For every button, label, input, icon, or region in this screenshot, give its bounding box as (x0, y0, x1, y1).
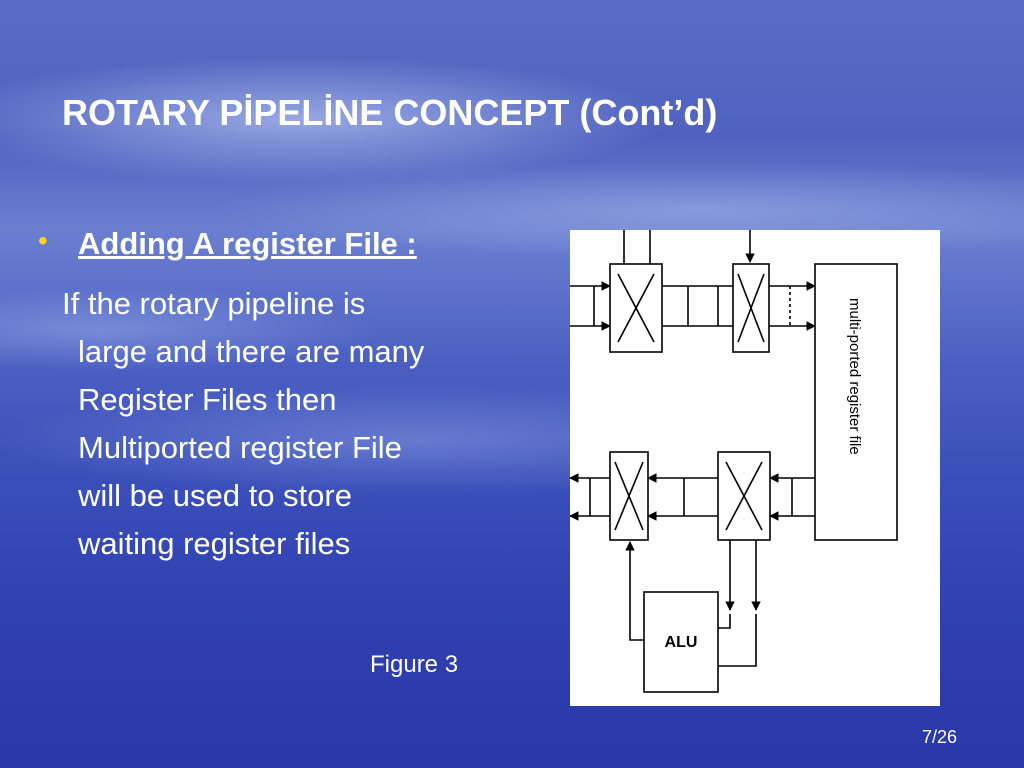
body-line: If the rotary pipeline is (62, 286, 366, 321)
stage-cross (725, 461, 763, 531)
pipeline-diagram-svg: multi-ported register file ALU (570, 230, 898, 693)
wire (718, 614, 731, 629)
pipeline-stage-box (732, 263, 770, 353)
stage-cross (737, 273, 765, 343)
stage-cross (617, 273, 655, 343)
body-line: large and there are many (78, 334, 425, 369)
body-line: waiting register files (78, 526, 351, 561)
pipeline-stage-box (717, 451, 771, 541)
wire (718, 614, 757, 667)
stage-cross (614, 461, 644, 531)
bullet-dot-icon: • (38, 225, 48, 256)
figure-caption: Figure 3 (370, 651, 459, 678)
pipeline-stage-box (609, 263, 663, 353)
body-line: Multiported register File (78, 430, 402, 465)
body-line: will be used to store (78, 478, 352, 513)
pipeline-diagram: multi-ported register file ALU (570, 230, 940, 706)
alu-label: ALU (665, 634, 698, 651)
register-file-label: multi-ported register file (846, 298, 863, 455)
body-line: Register Files then (78, 382, 337, 417)
bullet-heading: Adding A register File : (78, 226, 417, 261)
alu-box (643, 591, 719, 693)
body-paragraph: If the rotary pipeline is large and ther… (62, 280, 542, 568)
pipeline-stage-box (609, 451, 649, 541)
register-file-box (814, 263, 898, 541)
slide-title: ROTARY PİPELİNE CONCEPT (Cont’d) (62, 92, 718, 133)
wire (625, 541, 644, 641)
page-number: 7/26 (922, 727, 958, 747)
